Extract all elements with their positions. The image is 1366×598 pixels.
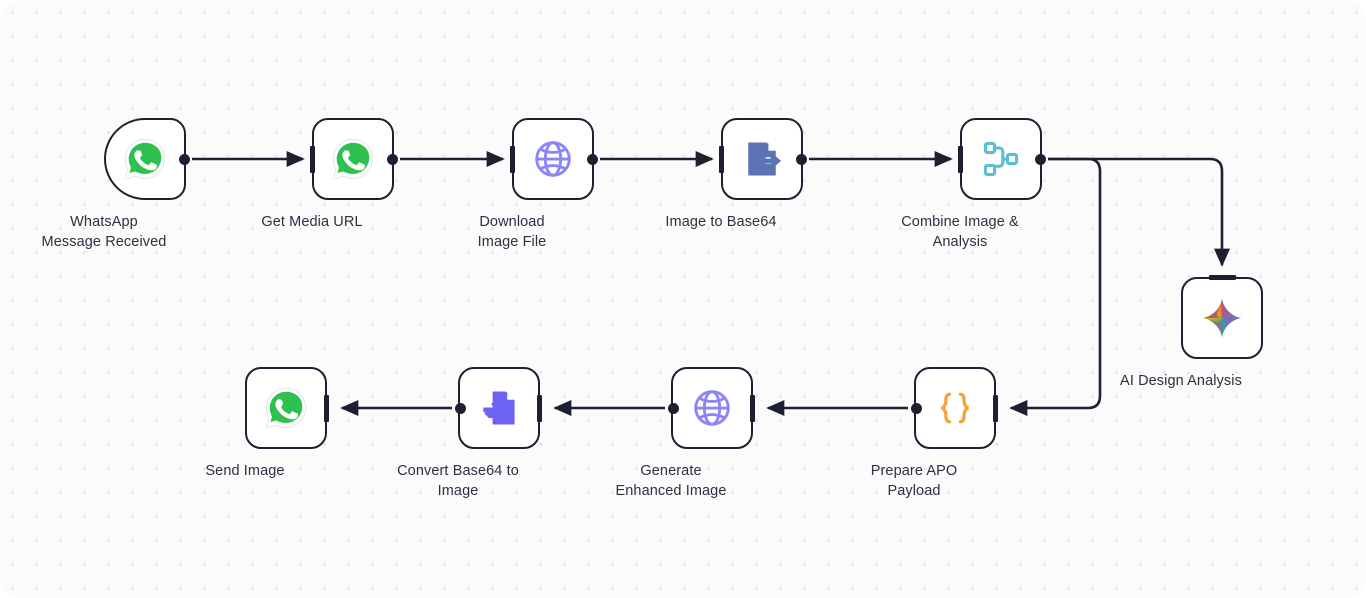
node-body[interactable] — [510, 118, 598, 200]
node-label: Get Media URL — [261, 214, 363, 230]
output-port[interactable] — [178, 153, 190, 165]
node-body[interactable] — [958, 118, 1046, 200]
input-port[interactable] — [719, 145, 724, 173]
file-export-icon — [748, 142, 782, 176]
node-label: Generate Enhanced Image — [615, 463, 727, 499]
input-port[interactable] — [993, 394, 998, 422]
file-import-icon — [483, 391, 515, 425]
whatsapp-icon — [124, 138, 166, 180]
node-label: Prepare APO Payload — [870, 463, 958, 499]
output-port[interactable] — [795, 153, 807, 165]
code-braces-icon — [940, 392, 970, 424]
output-port[interactable] — [386, 153, 398, 165]
node-label: AI Design Analysis — [1120, 373, 1242, 389]
whatsapp-icon — [265, 387, 307, 429]
output-port[interactable] — [667, 402, 679, 414]
input-port[interactable] — [324, 394, 329, 422]
node-body[interactable] — [245, 367, 329, 449]
gemini-sparkle-icon — [1202, 298, 1242, 338]
input-port[interactable] — [537, 394, 542, 422]
node-body[interactable] — [719, 118, 807, 200]
node-body[interactable] — [1181, 275, 1263, 359]
node-label: Convert Base64 to Image — [397, 463, 519, 499]
node-label: WhatsApp Message Received — [41, 214, 167, 250]
output-port[interactable] — [910, 402, 922, 414]
node-body[interactable] — [910, 367, 998, 449]
node-body[interactable] — [310, 118, 398, 200]
node-label: Image to Base64 — [665, 214, 777, 230]
input-port[interactable] — [510, 145, 515, 173]
node-body[interactable] — [454, 367, 542, 449]
globe-icon — [535, 141, 571, 177]
node-body[interactable] — [104, 118, 190, 200]
output-port[interactable] — [1034, 153, 1046, 165]
output-port[interactable] — [586, 153, 598, 165]
input-port[interactable] — [750, 394, 755, 422]
node-label: Download Image File — [477, 214, 547, 250]
whatsapp-icon — [332, 138, 374, 180]
input-port[interactable] — [1208, 275, 1236, 280]
output-port[interactable] — [454, 402, 466, 414]
input-port[interactable] — [310, 145, 315, 173]
node-body[interactable] — [667, 367, 755, 449]
node-label: Combine Image & Analysis — [901, 214, 1019, 250]
merge-icon — [983, 141, 1019, 177]
input-port[interactable] — [958, 145, 963, 173]
globe-icon — [694, 390, 730, 426]
node-label: Send Image — [205, 463, 285, 479]
